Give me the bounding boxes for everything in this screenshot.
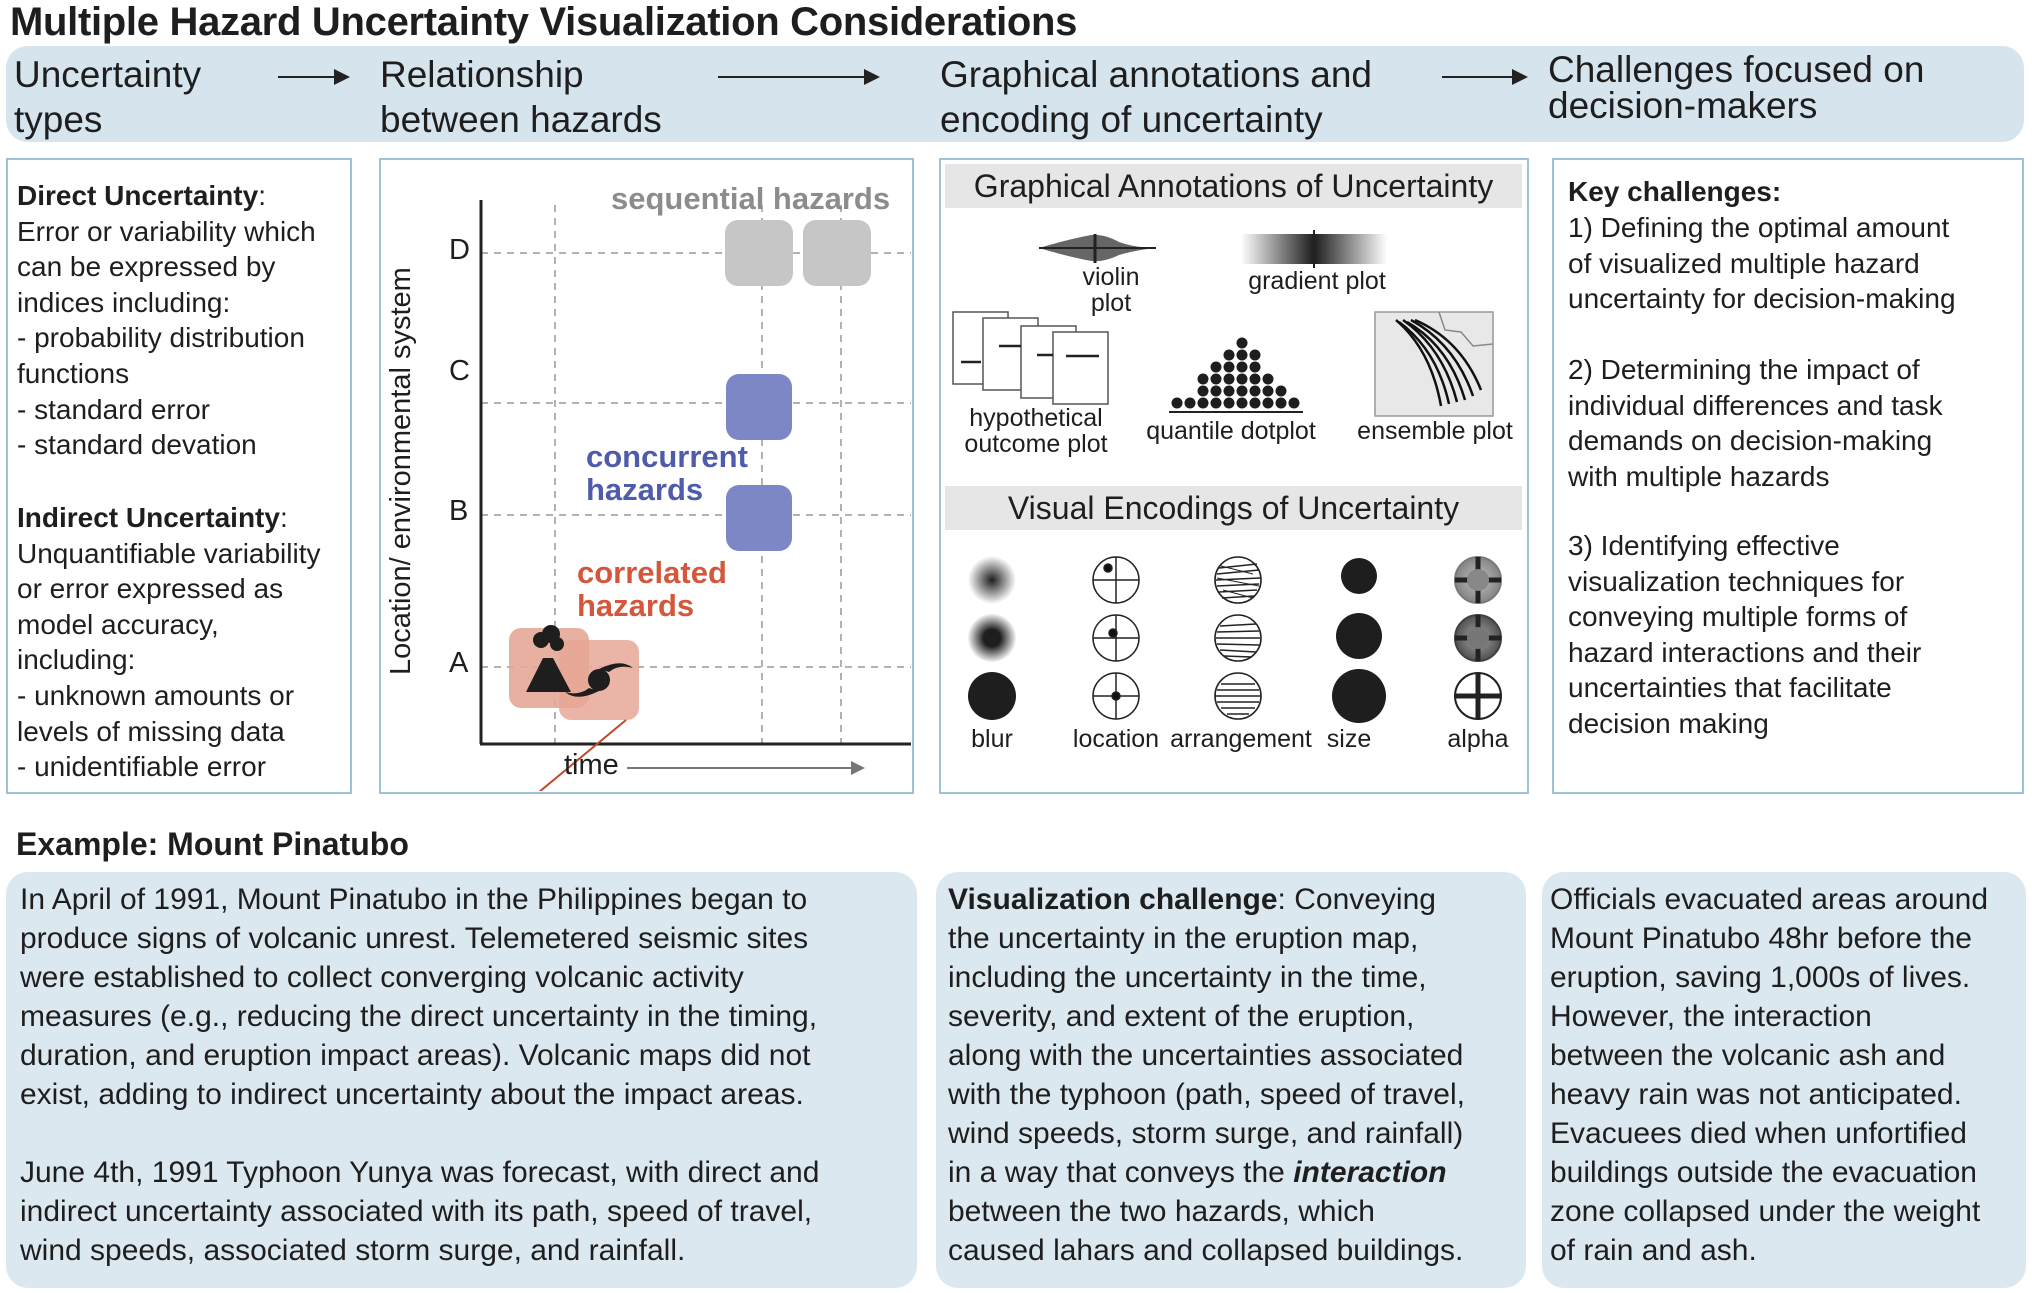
volcano-icon (526, 625, 571, 692)
visualization-challenge-text: Visualization challenge: Conveying the u… (948, 880, 1465, 1270)
example-heading: Example: Mount Pinatubo (16, 826, 409, 862)
sequential-box-2 (803, 220, 871, 286)
annotations-heading: Graphical Annotations of Uncertainty (945, 164, 1522, 208)
step-challenges: Challenges focused on decision-makers (1548, 49, 1925, 126)
gradient-plot-label: gradient plot (1248, 267, 1386, 295)
size-label: size (1326, 725, 1372, 753)
location-encoding-icons (1092, 556, 1140, 720)
violin-plot-label: violin plot (1082, 263, 1140, 317)
relationship-panel: Location/ environmental system D C B A s… (379, 158, 914, 794)
arrow-3 (1442, 69, 1528, 85)
indirect-colon: : (279, 502, 288, 533)
workflow-header-bar (6, 46, 2024, 142)
concurrent-boxes (726, 374, 792, 551)
typhoon-icon (565, 663, 633, 697)
alpha-encoding-icons (1454, 556, 1502, 720)
correlated-hazards-label: correlated hazards (577, 555, 727, 623)
interaction-emphasis: interaction (1293, 1156, 1447, 1189)
arrow-1 (278, 69, 350, 85)
concurrent-box-2 (726, 485, 792, 551)
page-title: Multiple Hazard Uncertainty Visualizatio… (10, 0, 1078, 44)
x-axis-label: time (564, 749, 619, 781)
row-label-d: D (449, 234, 470, 266)
time-arrow-head (851, 761, 865, 775)
violin-plot-icon (1039, 234, 1156, 263)
y-axis-label: Location/ environmental system (385, 267, 417, 675)
example-pointer-line (538, 719, 627, 791)
quantile-dotplot-icon (1169, 337, 1303, 413)
location-label: location (1072, 725, 1160, 753)
outcome-text: Officials evacuated areas around Mount P… (1550, 883, 1989, 1267)
row-label-c: C (449, 355, 470, 387)
sequential-box-1 (725, 220, 793, 286)
indirect-uncertainty-body: Unquantifiable variability or error expr… (17, 537, 321, 783)
visualization-challenge-bubble: Visualization challenge: Conveying the u… (936, 872, 1526, 1288)
correlated-boxes (509, 628, 639, 720)
example-paragraph-1: In April of 1991, Mount Pinatubo in the … (20, 883, 818, 1111)
hypothetical-outcome-plot-label: hypothetical outcome plot (964, 404, 1108, 458)
hazard-relationship-diagram (479, 200, 911, 791)
alpha-label: alpha (1447, 725, 1509, 753)
sequential-hazards-label: sequential hazards (611, 181, 891, 216)
direct-uncertainty-block: Direct Uncertainty: Error or variability… (17, 178, 347, 463)
indirect-uncertainty-block: Indirect Uncertainty: Unquantifiable var… (17, 500, 347, 785)
blur-encoding-icons (968, 556, 1016, 720)
uncertainty-types-panel: Direct Uncertainty: Error or variability… (6, 158, 352, 794)
direct-colon: : (258, 180, 266, 211)
size-encoding-icons (1332, 558, 1386, 723)
blur-label: blur (971, 725, 1013, 753)
visualization-challenge-part1: : Conveying the uncertainty in the erupt… (948, 883, 1465, 1189)
example-paragraph-2: June 4th, 1991 Typhoon Yunya was forecas… (20, 1156, 820, 1267)
direct-uncertainty-body: Error or variability which can be expres… (17, 215, 316, 461)
encodings-heading: Visual Encodings of Uncertainty (945, 486, 1522, 530)
direct-uncertainty-heading: Direct Uncertainty (17, 180, 259, 211)
indirect-uncertainty-heading: Indirect Uncertainty (17, 502, 280, 533)
challenge-2: 2) Determining the impact of individual … (1568, 354, 1943, 492)
challenge-3: 3) Identifying effective visualization t… (1568, 530, 1922, 739)
sequential-boxes (725, 220, 871, 286)
step-relationship: Relationship between hazards (380, 54, 662, 140)
challenges-panel: Key challenges: 1) Defining the optimal … (1552, 158, 2024, 794)
quantile-dotplot-label: quantile dotplot (1146, 417, 1316, 445)
challenge-1: 1) Defining the optimal amount of visual… (1568, 212, 1956, 315)
step-graphical: Graphical annotations and encoding of un… (940, 54, 1372, 140)
concurrent-box-1 (726, 374, 792, 440)
gradient-plot-icon (1241, 230, 1387, 268)
visualization-challenge-part2: between the two hazards, which caused la… (948, 1195, 1464, 1267)
row-label-a: A (449, 647, 469, 679)
visualization-challenge-heading: Visualization challenge (948, 883, 1278, 916)
ensemble-plot-icon (1374, 311, 1494, 417)
example-bubble: In April of 1991, Mount Pinatubo in the … (6, 872, 917, 1288)
arrow-2 (718, 69, 880, 85)
uncertainty-graphics (952, 230, 1502, 723)
challenges-heading: Key challenges: (1568, 176, 1782, 207)
arrangement-label: arrangement (1170, 725, 1312, 753)
ensemble-plot-label: ensemble plot (1357, 417, 1513, 445)
concurrent-hazards-label: concurrent hazards (586, 439, 748, 507)
row-label-b: B (449, 495, 469, 527)
step-uncertainty-types: Uncertainty types (14, 54, 202, 140)
outcome-bubble: Officials evacuated areas around Mount P… (1542, 872, 2026, 1288)
arrangement-encoding-icons (1214, 556, 1262, 720)
hypothetical-outcome-plot-icon (952, 311, 1109, 405)
graphical-panel: Graphical Annotations of Uncertainty (939, 158, 1529, 794)
